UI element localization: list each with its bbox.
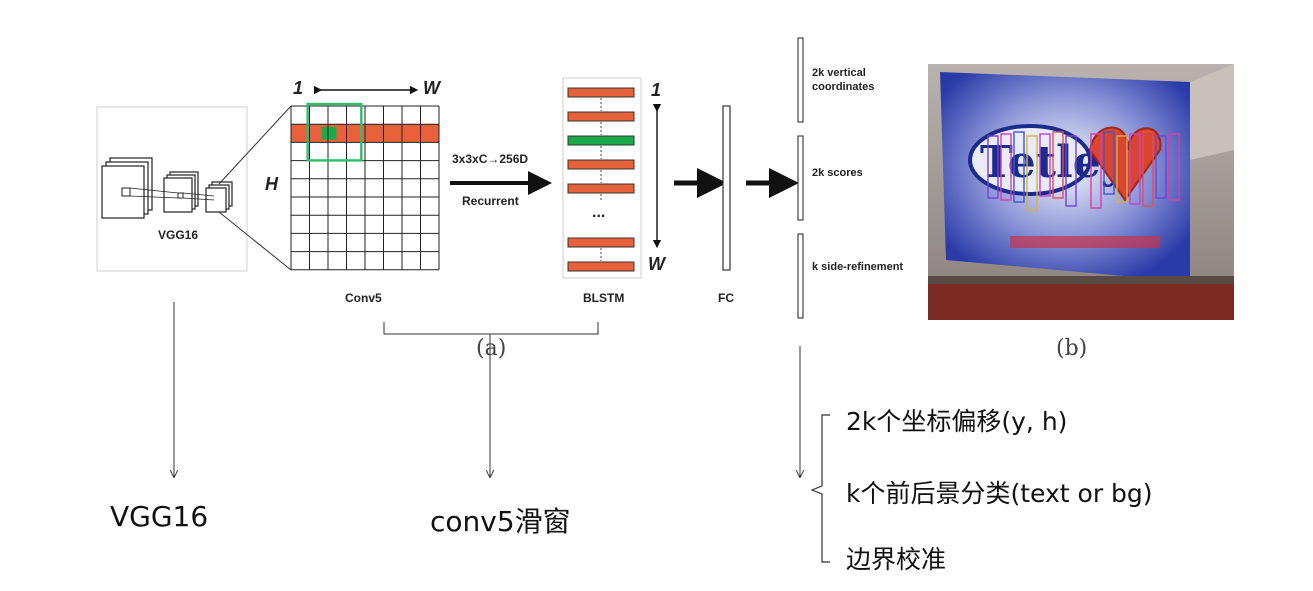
blstm-axis-one: 1 — [651, 80, 662, 100]
fc-label: FC — [718, 291, 734, 305]
conv5-feature-map — [290, 102, 440, 271]
brace-explanations — [810, 414, 830, 563]
blstm-unit — [567, 159, 635, 170]
blstm-unit — [567, 135, 635, 146]
blstm-unit — [567, 237, 635, 248]
blstm-axis-w: W — [648, 254, 665, 274]
op-label: 3x3xC→256D — [452, 152, 529, 166]
caption-b: (b) — [1056, 336, 1088, 361]
blstm-unit — [567, 111, 635, 122]
text-proposal-box — [1039, 133, 1051, 197]
text-proposal-box — [1155, 135, 1167, 199]
op-sublabel: Recurrent — [462, 194, 519, 208]
text-proposal-box — [1103, 131, 1115, 195]
blstm-dots: ... — [592, 204, 606, 221]
output-bar-vertical — [797, 37, 804, 123]
text-proposal-box — [1052, 131, 1064, 199]
sliding-window — [306, 102, 363, 162]
explanation-refinement: 边界校准 — [846, 545, 947, 574]
explanation-classification: k个前后景分类(text or bg) — [846, 479, 1153, 508]
blstm-block — [562, 77, 642, 279]
projection-line-top — [218, 105, 292, 185]
conv5-axis-one: 1 — [293, 78, 304, 98]
text-proposal-box — [1065, 135, 1077, 207]
output-label-vertical: 2k vertical coordinates — [812, 67, 875, 93]
vgg16-inner-label: VGG16 — [158, 228, 199, 242]
fc-layer — [722, 105, 731, 271]
projection-line-bottom — [218, 211, 292, 271]
explanation-offset: 2k个坐标偏移(y, h) — [846, 407, 1068, 436]
conv5-label: Conv5 — [345, 291, 382, 305]
text-proposal-box — [1090, 133, 1102, 209]
text-proposal-box — [1026, 135, 1038, 211]
conv5-bottom-label: conv5滑窗 — [430, 505, 571, 538]
center-cell — [321, 126, 337, 140]
text-proposal-box — [1000, 133, 1012, 201]
text-proposal-box — [1142, 131, 1154, 207]
conv5-axis-w: W — [423, 78, 440, 98]
text-proposal-box — [987, 135, 999, 199]
text-proposal-box — [1013, 131, 1025, 203]
vgg16-bottom-label: VGG16 — [110, 500, 209, 533]
conv5-axis-h: H — [265, 174, 278, 194]
output-label-side: k side-refinement — [812, 261, 904, 273]
blstm-label: BLSTM — [583, 291, 625, 305]
caption-a: (a) — [476, 336, 507, 361]
output-bar-scores — [797, 135, 804, 221]
blstm-unit — [567, 261, 635, 272]
output-label-scores: 2k scores — [812, 167, 863, 179]
vgg16-block — [96, 106, 248, 272]
text-proposal-box — [1168, 133, 1180, 201]
text-proposal-box — [1116, 135, 1128, 203]
text-detection-photo: Tetley — [928, 64, 1234, 320]
text-proposal-box — [1129, 133, 1141, 205]
output-bar-side — [797, 233, 804, 319]
blstm-unit — [567, 87, 635, 98]
blstm-unit — [567, 183, 635, 194]
